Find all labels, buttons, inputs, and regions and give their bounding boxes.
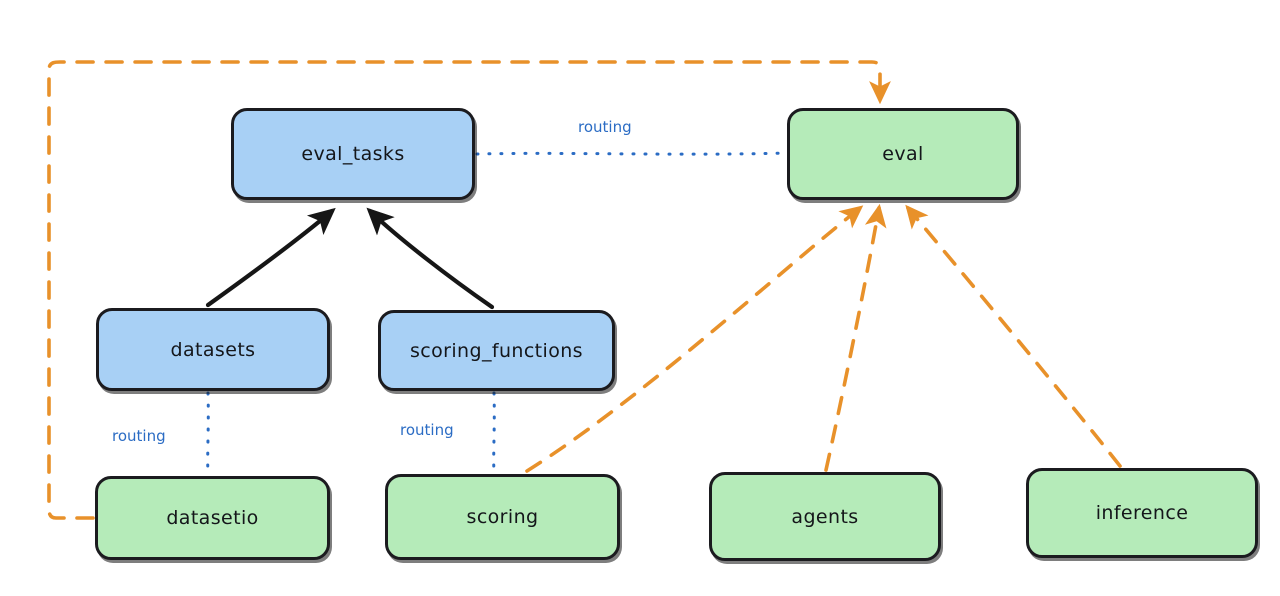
node-label-scoring: scoring — [466, 506, 539, 528]
edge-inference-to-eval — [905, 204, 1122, 468]
edge-label-routing-scoring-functions: routing — [400, 421, 454, 439]
edge-datasets-to-eval-tasks — [205, 207, 336, 308]
edge-label-routing-datasets: routing — [112, 427, 166, 445]
node-scoring[interactable]: scoring — [385, 474, 620, 560]
node-label-inference: inference — [1095, 502, 1189, 524]
node-label-datasets: datasets — [170, 338, 256, 361]
node-datasets[interactable]: datasets — [96, 308, 330, 391]
node-label-scoring-functions: scoring_functions — [410, 339, 583, 362]
edge-label-routing-eval-tasks: routing — [578, 118, 632, 136]
edge-eval-tasks-to-eval — [475, 151, 787, 156]
node-eval-tasks[interactable]: eval_tasks — [231, 108, 475, 200]
node-label-datasetio: datasetio — [166, 507, 259, 529]
node-label-eval-tasks: eval_tasks — [301, 143, 405, 165]
node-agents[interactable]: agents — [709, 472, 941, 561]
edge-agents-to-eval — [824, 203, 887, 472]
node-inference[interactable]: inference — [1026, 468, 1258, 558]
edge-scoring-functions-to-scoring — [492, 391, 496, 474]
node-scoring-functions[interactable]: scoring_functions — [378, 310, 615, 391]
node-eval[interactable]: eval — [787, 108, 1019, 200]
node-label-agents: agents — [791, 505, 859, 528]
node-label-eval: eval — [882, 143, 924, 165]
edge-datasetio-to-eval — [47, 60, 891, 520]
node-datasetio[interactable]: datasetio — [95, 476, 330, 560]
edge-datasets-to-datasetio — [206, 391, 210, 476]
edge-scoring-to-eval — [525, 205, 864, 473]
edge-scoring-functions-to-eval-tasks — [366, 207, 495, 310]
